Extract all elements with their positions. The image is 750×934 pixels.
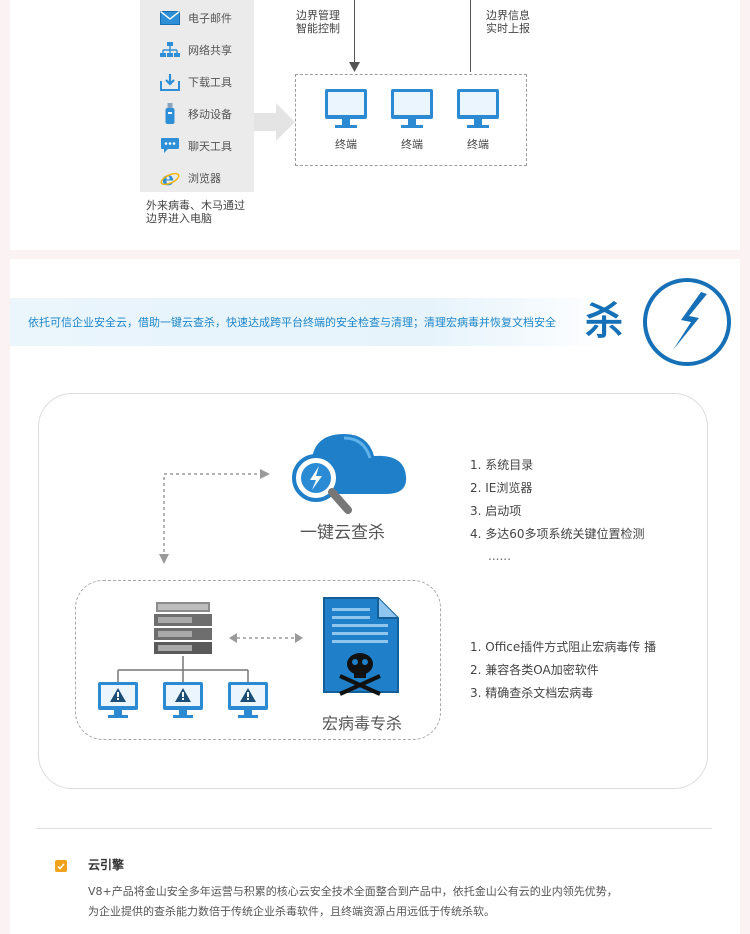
boundary-info-label: 边界信息 实时上报	[486, 9, 530, 35]
terminal: 终端	[454, 88, 502, 152]
terminal: 终端	[322, 88, 370, 152]
cloud-scan-icon	[292, 434, 407, 514]
desc-line: 为企业提供的查杀能力数倍于传统企业杀毒软件，且终端资源占用远低于传统杀软。	[88, 905, 495, 918]
boundary-management-label: 边界管理 智能控制	[296, 9, 340, 35]
source-browser: e 浏览器	[140, 164, 254, 192]
source-chat: 聊天工具	[140, 132, 254, 160]
source-label: 下载工具	[188, 76, 232, 89]
cloud-steps-list: 1. 系统目录 2. IE浏览器 3. 启动项 4. 多达60多项系统关键位置检…	[470, 454, 645, 546]
lightning-badge-icon	[643, 278, 731, 366]
terminal-label: 终端	[401, 138, 423, 151]
report-line	[470, 0, 471, 72]
intrusion-note: 外来病毒、木马通过 边界进入电脑	[146, 199, 286, 225]
infected-document-icon	[323, 597, 399, 696]
label-line: 边界信息	[486, 9, 530, 22]
terminal: 终端	[388, 88, 436, 152]
source-network-share: 网络共享	[140, 36, 254, 64]
cloud-scan-title: 一键云查杀	[300, 523, 385, 543]
monitor-icon	[391, 89, 433, 128]
source-download: 下载工具	[140, 68, 254, 96]
list-item: 3. 启动项	[470, 504, 522, 518]
note-line: 外来病毒、木马通过	[146, 199, 245, 212]
source-label: 电子邮件	[188, 12, 232, 25]
section-divider	[36, 828, 712, 829]
download-icon	[158, 71, 182, 93]
list-item: 1. 系统目录	[470, 458, 534, 472]
server-network-icon	[98, 602, 268, 718]
ie-icon: e	[158, 167, 182, 189]
source-label: 网络共享	[188, 44, 232, 57]
terminal-label: 终端	[467, 138, 489, 151]
monitor-icon	[457, 89, 499, 128]
usb-icon	[158, 103, 182, 125]
connector-arrow-icon	[159, 469, 270, 564]
intrusion-sources-list: 电子邮件 网络共享 下载工具 移动设备 聊天工具 e 浏览器	[140, 0, 254, 192]
macro-virus-box	[75, 580, 441, 740]
terminal-label: 终端	[335, 138, 357, 151]
banner-strip	[10, 298, 610, 346]
chat-icon	[158, 135, 182, 157]
email-icon	[158, 7, 182, 29]
label-line: 实时上报	[486, 22, 530, 35]
cloud-engine-description: V8+产品将金山安全多年运营与积累的核心云安全技术全面整合到产品中，依托金山公有…	[88, 882, 618, 922]
list-item: 1. Office插件方式阻止宏病毒传 播	[470, 640, 657, 654]
list-item: 4. 多达60多项系统关键位置检测	[470, 527, 645, 541]
source-label: 移动设备	[188, 108, 232, 121]
monitor-icon	[325, 89, 367, 128]
boundary-diagram-panel	[10, 0, 740, 250]
network-share-icon	[158, 39, 182, 61]
sync-arrow-icon	[229, 633, 303, 643]
macro-virus-title: 宏病毒专杀	[322, 714, 403, 733]
cloud-engine-title: 云引擎	[88, 858, 125, 872]
control-line	[354, 0, 355, 64]
source-mobile-device: 移动设备	[140, 100, 254, 128]
label-line: 智能控制	[296, 22, 340, 35]
label-line: 边界管理	[296, 9, 340, 22]
source-label: 聊天工具	[188, 140, 232, 153]
arrow-down-icon	[349, 62, 360, 72]
note-line: 边界进入电脑	[146, 212, 212, 225]
checkbox-icon	[55, 860, 67, 872]
desc-line: V8+产品将金山安全多年运营与积累的核心云安全技术全面整合到产品中，依托金山公有…	[88, 885, 618, 898]
macro-steps-list: 1. Office插件方式阻止宏病毒传 播 2. 兼容各类OA加密软件 3. 精…	[470, 636, 656, 705]
intrusion-arrow-icon	[254, 103, 295, 141]
source-label: 浏览器	[188, 172, 221, 185]
cloud-steps-more: ......	[488, 549, 511, 563]
banner-text: 依托可信企业安全云，借助一键云查杀，快速达成跨平台终端的安全检查与清理；清理宏病…	[28, 316, 556, 329]
list-item: 2. 兼容各类OA加密软件	[470, 663, 599, 677]
list-item: 2. IE浏览器	[470, 481, 533, 495]
list-item: 3. 精确查杀文档宏病毒	[470, 686, 594, 700]
source-email: 电子邮件	[140, 4, 254, 32]
terminal-group: 终端 终端 终端	[295, 74, 527, 166]
banner-sha-char: 杀	[585, 299, 624, 343]
